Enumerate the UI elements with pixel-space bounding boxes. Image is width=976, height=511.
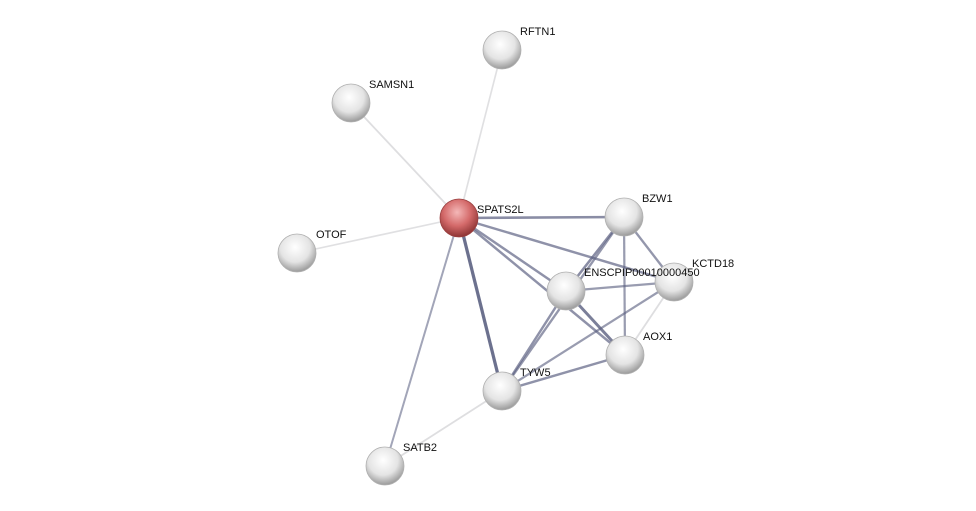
- node-samsn1[interactable]: [331, 83, 371, 123]
- edge-spats2l-tyw5[interactable]: [457, 217, 504, 392]
- node-kctd18[interactable]: [654, 262, 694, 302]
- edge-spats2l-bzw1[interactable]: [458, 215, 625, 220]
- node-label-tyw5: TYW5: [520, 367, 551, 379]
- node-label-bzw1: BZW1: [642, 193, 673, 205]
- node-bzw1[interactable]: [604, 197, 644, 237]
- edge-tyw5-satb2[interactable]: [384, 390, 503, 467]
- edge-spats2l-rftn1[interactable]: [458, 49, 503, 219]
- node-label-otof: OTOF: [316, 229, 347, 241]
- node-satb2[interactable]: [365, 446, 405, 486]
- node-label-samsn1: SAMSN1: [369, 79, 414, 91]
- edge-spats2l-samsn1[interactable]: [350, 102, 460, 219]
- node-label-kctd18: KCTD18: [692, 258, 734, 270]
- edge-spats2l-kctd18[interactable]: [458, 216, 675, 284]
- edge-kctd18-tyw5[interactable]: [501, 281, 675, 392]
- node-enscpip[interactable]: [546, 271, 586, 311]
- node-aox1[interactable]: [605, 335, 645, 375]
- node-tyw5[interactable]: [482, 371, 522, 411]
- node-otof[interactable]: [277, 233, 317, 273]
- node-label-rftn1: RFTN1: [520, 26, 555, 38]
- node-rftn1[interactable]: [482, 30, 522, 70]
- edge-spats2l-satb2[interactable]: [384, 217, 460, 467]
- node-label-satb2: SATB2: [403, 442, 437, 454]
- node-label-aox1: AOX1: [643, 331, 672, 343]
- edge-spats2l-otof[interactable]: [296, 217, 460, 254]
- edge-enscpip-tyw5[interactable]: [500, 290, 568, 392]
- edge-spats2l-enscpip[interactable]: [458, 216, 567, 293]
- node-spats2l[interactable]: [439, 198, 479, 238]
- node-label-spats2l: SPATS2L: [477, 204, 524, 216]
- edge-aox1-tyw5[interactable]: [501, 353, 626, 393]
- node-label-enscpip: ENSCPIP00010000450: [584, 267, 700, 279]
- edge-spats2l-aox1[interactable]: [458, 217, 626, 356]
